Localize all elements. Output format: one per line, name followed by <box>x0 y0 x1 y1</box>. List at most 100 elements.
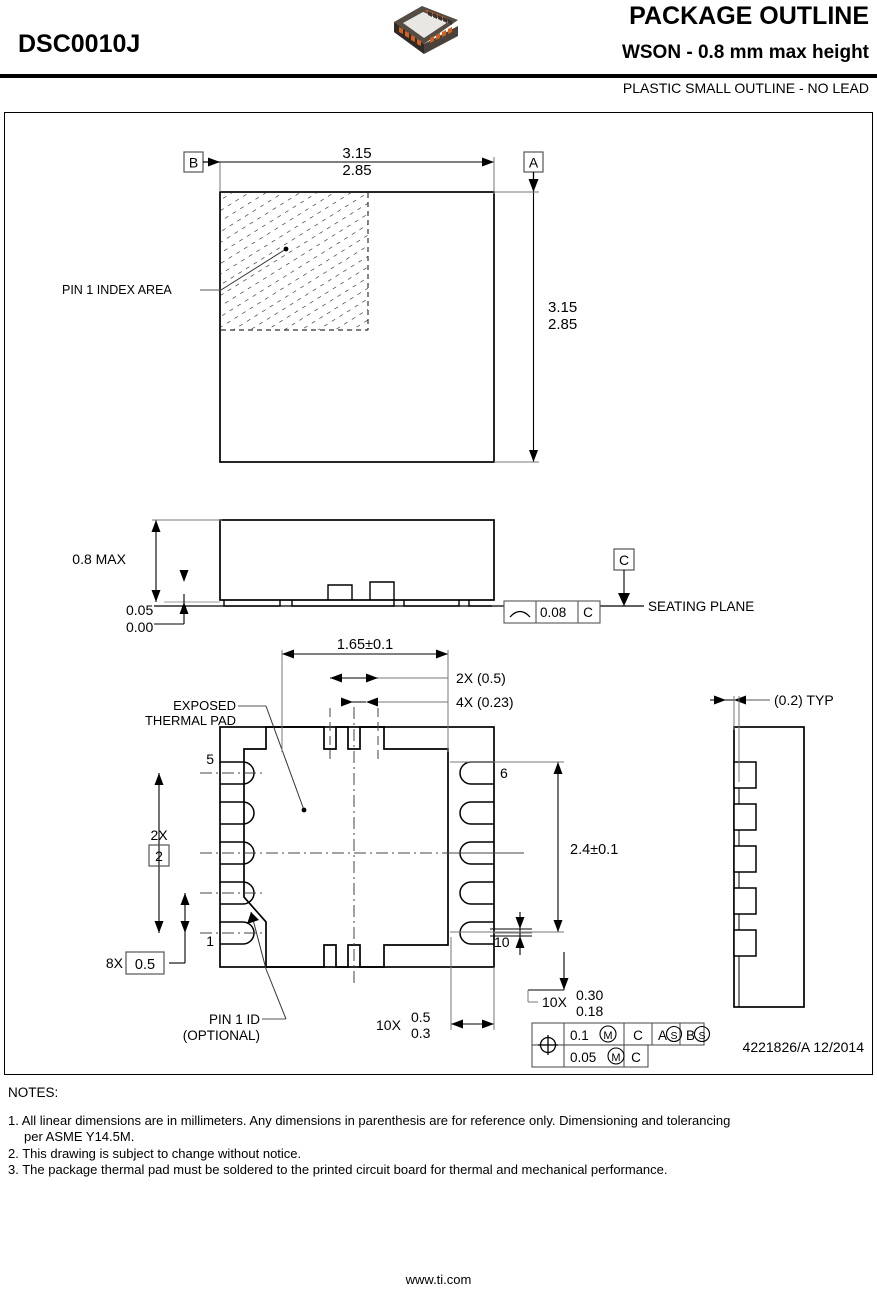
notch-2x-arrow-right <box>366 673 378 683</box>
pin-number-6: 6 <box>500 765 508 781</box>
lead-length-count: 10X <box>376 1017 402 1033</box>
top-height-arrow-bottom <box>529 450 538 462</box>
pitch-8x-basic-box <box>125 951 165 975</box>
fcf-row2-mmc: M <box>611 1052 620 1064</box>
pitch-2x-value: 2 <box>155 848 163 864</box>
notch-4x-arrow-right <box>366 697 378 707</box>
notes-list: 1. All linear dimensions are in millimet… <box>8 1113 868 1179</box>
pin1-id-leader2 <box>265 968 287 1020</box>
lead-width-min: 0.18 <box>576 1003 603 1019</box>
pin1-id-label-line2: (OPTIONAL) <box>183 1028 260 1043</box>
pitch-8x-label: 8X <box>106 955 124 971</box>
pin-number-5: 5 <box>206 751 214 767</box>
page-title: PACKAGE OUTLINE <box>629 2 869 30</box>
package-code: DSC0010J <box>18 30 141 58</box>
flatness-datum: C <box>583 605 593 620</box>
top-view-body-outline <box>219 191 495 463</box>
end-view-leads <box>733 761 757 957</box>
bottom-view-body-outline <box>219 726 495 968</box>
notch-centerlines <box>329 708 379 760</box>
lead-length-min: 0.3 <box>411 1025 431 1041</box>
pad-height-value: 2.4±0.1 <box>570 842 618 858</box>
pitch-2x-basic-box <box>148 844 170 867</box>
end-view: (0.2) TYP <box>710 692 834 1008</box>
footer-url: www.ti.com <box>405 1272 472 1287</box>
fcf-row1-datum2: A <box>658 1028 667 1043</box>
pin1-id-label-line1: PIN 1 ID <box>209 1012 260 1027</box>
lead-thickness-label: (0.2) TYP <box>774 692 834 708</box>
side-view-leads <box>223 600 492 607</box>
exposed-pad-leader <box>265 705 305 811</box>
header-divider <box>0 74 877 78</box>
lead-length-max: 0.5 <box>411 1009 431 1025</box>
fcf-row2-box <box>531 1044 649 1068</box>
fcf-row1-datum2-rfs-circle <box>665 1025 683 1043</box>
seating-plane-label: SEATING PLANE <box>648 599 754 614</box>
pitch-8x-arrow-bottom <box>180 921 190 933</box>
pin1-index-area-label: PIN 1 INDEX AREA <box>62 283 172 297</box>
fcf-row1-tolerance: 0.1 <box>570 1028 589 1043</box>
pad-width-arrow-right <box>436 649 448 659</box>
notch-4x-label: 4X (0.23) <box>456 694 514 710</box>
flatness-icon <box>509 610 531 618</box>
datum-c-arrow <box>618 593 630 606</box>
notch-2x-label: 2X (0.5) <box>456 670 506 686</box>
datum-a-arrow <box>528 179 539 192</box>
page-header: DSC0010J PACKAGE OUTLINE WSON - 0.8 mm m… <box>0 0 877 100</box>
pin-number-1: 1 <box>206 933 214 949</box>
bottom-view: 5 6 1 10 EXPOSED THERMAL PAD PIN 1 ID (O… <box>106 637 711 1068</box>
pin10-arrow-bottom <box>515 936 525 948</box>
pad-centerlines <box>200 707 524 987</box>
drawing-frame <box>4 112 873 1075</box>
wson-package-3d-icon <box>394 6 458 54</box>
exposed-pad-label-line1: EXPOSED <box>173 698 236 713</box>
package-description: PLASTIC SMALL OUTLINE - NO LEAD <box>622 80 869 96</box>
flatness-value: 0.08 <box>540 605 566 620</box>
fcf-row1-mmc-circle <box>599 1025 617 1043</box>
standoff-max: 0.05 <box>126 602 153 618</box>
side-view: 0.8 MAX 0.05 0.00 C SEATING PLANE 0.08 C <box>72 519 754 635</box>
package-outline-drawing: PIN 1 INDEX AREA B A 3.15 2.85 3.15 2.85 <box>62 145 865 1068</box>
fcf-row1-datum3-mod: S <box>698 1030 705 1042</box>
note-item-1: 1. All linear dimensions are in millimet… <box>8 1113 731 1128</box>
fcf-row1-mmc: M <box>603 1030 612 1042</box>
note-item-1-continued: per ASME Y14.5M. <box>24 1129 135 1145</box>
fcf-row1-datum3-rfs-circle <box>693 1025 711 1043</box>
fcf-row2-tolerance: 0.05 <box>570 1050 596 1065</box>
top-width-min: 2.85 <box>342 162 371 179</box>
exposed-pad-leader-dot <box>301 807 307 813</box>
true-position-icon <box>538 1035 558 1055</box>
pin1-index-hatch <box>221 193 368 330</box>
lead-width-count: 10X <box>542 994 568 1010</box>
top-view: PIN 1 INDEX AREA B A 3.15 2.85 3.15 2.85 <box>62 145 577 463</box>
pitch-2x-label: 2X <box>150 827 168 843</box>
datum-b-arrow <box>208 157 220 167</box>
datum-c-label: C <box>619 552 629 568</box>
lead-length-arrow-right <box>482 1019 494 1029</box>
pin1-index-leader <box>220 248 287 291</box>
notes-title: NOTES: <box>8 1085 59 1100</box>
drawing-number: 4221826/A 12/2014 <box>743 1039 865 1055</box>
flatness-fcf-box <box>503 600 601 624</box>
lead-width-arrow <box>559 978 569 990</box>
pitch-8x-value: 0.5 <box>135 957 155 973</box>
lead-thickness-arrow-right <box>734 695 746 705</box>
side-view-body <box>219 519 495 601</box>
height-max-label: 0.8 MAX <box>72 551 126 567</box>
lead-thickness-arrow-left <box>714 695 726 705</box>
pin-number-10: 10 <box>494 934 510 950</box>
top-height-max: 3.15 <box>548 299 577 316</box>
top-height-min: 2.85 <box>548 316 577 333</box>
pin1-id-arrow <box>247 912 259 924</box>
standoff-arrow-down <box>179 570 189 582</box>
flatness-fcf: 0.08 C <box>503 600 601 624</box>
package-subtitle: WSON - 0.8 mm max height <box>621 42 869 63</box>
pad-height-arrow-top <box>553 762 563 774</box>
height-arrow-top <box>151 520 161 532</box>
exposed-thermal-pad-outline <box>243 726 449 968</box>
notch-4x-arrow-left <box>341 697 353 707</box>
pad-height-arrow-bottom <box>553 920 563 932</box>
fcf-row1-datum1: C <box>633 1028 643 1043</box>
lead-length-arrow-left <box>451 1019 463 1029</box>
pitch-8x-arrow-top <box>180 893 190 905</box>
